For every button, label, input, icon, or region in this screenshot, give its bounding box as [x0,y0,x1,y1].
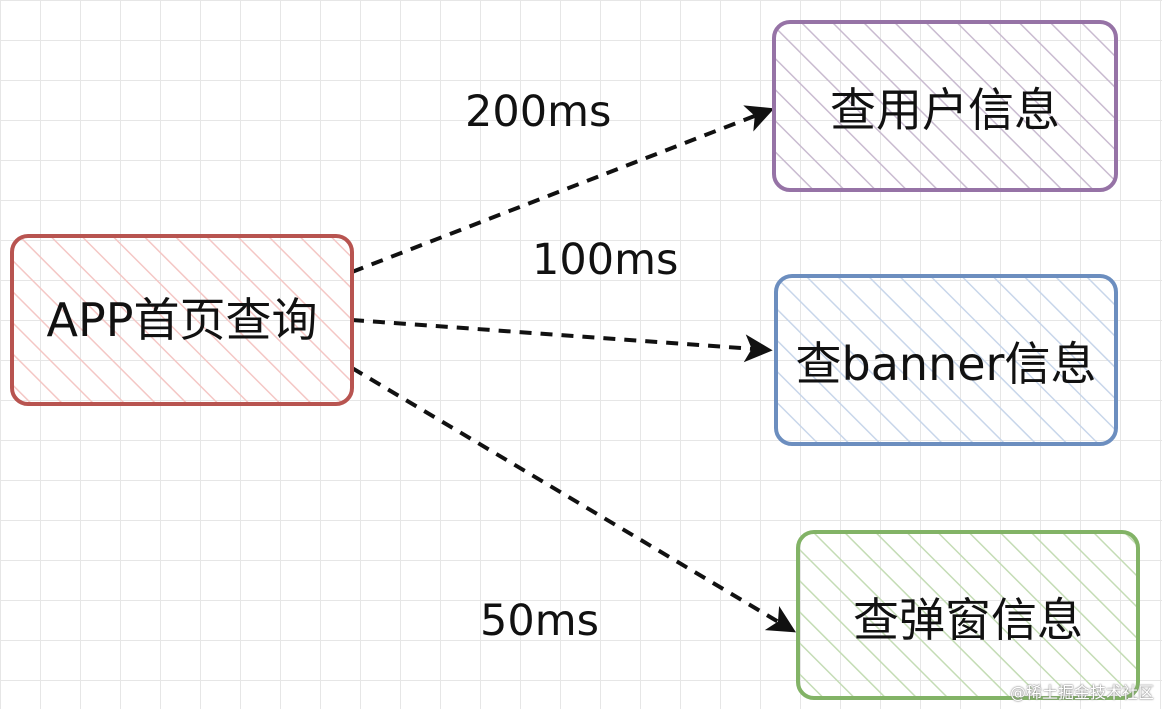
node-banner-info-label: 查banner信息 [796,337,1097,391]
node-popup-info-box[interactable] [796,530,1140,700]
node-banner-info[interactable]: 查banner信息 [774,274,1118,446]
node-popup-info-label: 查弹窗信息 [853,593,1083,647]
edge-app-to-banner-line[interactable] [351,318,773,363]
node-popup-info[interactable]: 查弹窗信息 [796,530,1140,700]
node-user-info[interactable]: 查用户信息 [772,20,1118,192]
watermark: @稀土掘金技术社区 [1009,683,1154,702]
edge-app-to-banner-label: 100ms [532,235,678,285]
node-banner-info-box[interactable] [774,274,1118,446]
edge-app-to-popup-line[interactable] [350,366,797,633]
node-app-home-query[interactable]: APP首页查询 [10,234,354,406]
node-app-home-query-box[interactable] [10,234,354,406]
node-user-info-label: 查用户信息 [830,83,1060,137]
node-app-home-query-label: APP首页查询 [47,293,318,347]
edge-app-to-user-line[interactable] [351,105,775,274]
edge-app-to-popup[interactable]: 50ms [350,366,797,646]
edge-app-to-user[interactable]: 200ms [351,87,775,274]
edge-app-to-popup-label: 50ms [480,596,599,646]
node-user-info-box[interactable] [772,20,1118,192]
edge-app-to-banner[interactable]: 100ms [351,235,773,363]
edge-app-to-user-label: 200ms [465,87,611,137]
